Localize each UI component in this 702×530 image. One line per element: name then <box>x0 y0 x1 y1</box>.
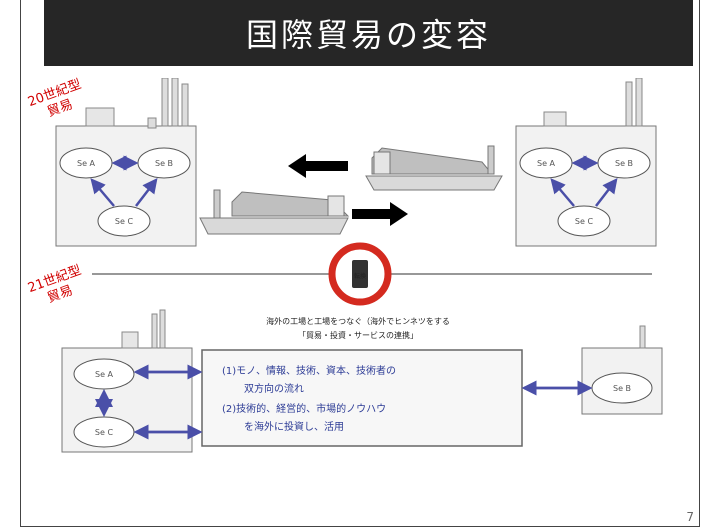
left-node-c-label: Se C <box>115 217 134 226</box>
lower-node-c-label: Se C <box>95 428 114 437</box>
ship-upper <box>365 145 503 191</box>
left-node-c <box>97 205 151 237</box>
right-node-a-label: Se A <box>537 159 556 168</box>
lower-node-b-label: Se B <box>613 384 631 393</box>
lower-right-factory: Se B <box>581 325 663 415</box>
box-line-4: を海外に投資し、活用 <box>244 420 344 433</box>
arrow-left-black <box>288 154 348 178</box>
box-line-1: (1)モノ、情報、技術、資本、技術者の <box>222 364 396 377</box>
slide-frame <box>20 0 700 527</box>
slide-title-bar: 国際貿易の変容 <box>44 0 693 66</box>
left-node-b-label: Se B <box>155 159 173 168</box>
box-line-3: (2)技術的、経営的、市場的ノウハウ <box>222 402 386 415</box>
right-factory: Se A Se B Se C <box>515 78 657 247</box>
box-line-2: 双方向の流れ <box>244 382 304 395</box>
right-node-b-label: Se B <box>615 159 633 168</box>
trade-diagram-svg: Se A Se B Se C Se A Se B Se C <box>55 78 663 453</box>
flow-box: (1)モノ、情報、技術、資本、技術者の 双方向の流れ (2)技術的、経営的、市場… <box>201 349 523 447</box>
caption-line2: 「貿易・投資・サービスの連携」 <box>298 330 418 340</box>
right-node-c <box>557 205 611 237</box>
left-factory: Se A Se B Se C <box>55 78 197 247</box>
lower-left-factory: Se A Se C <box>61 309 193 453</box>
slide-title: 国際貿易の変容 <box>245 16 491 54</box>
right-node-c-label: Se C <box>575 217 594 226</box>
lower-flow-arrows <box>133 364 593 440</box>
arrow-right-black <box>352 202 408 226</box>
page-number: 7 <box>686 510 694 524</box>
transition-badge-label: 転換 <box>354 272 366 280</box>
left-node-a-label: Se A <box>77 159 96 168</box>
ship-lower <box>199 189 350 235</box>
trade-diagram: Se A Se B Se C Se A Se B Se C <box>52 78 686 460</box>
lower-node-a-label: Se A <box>95 370 114 379</box>
caption-line1: 海外の工場と工場をつなぐ（海外でヒンネツをする <box>266 316 450 326</box>
